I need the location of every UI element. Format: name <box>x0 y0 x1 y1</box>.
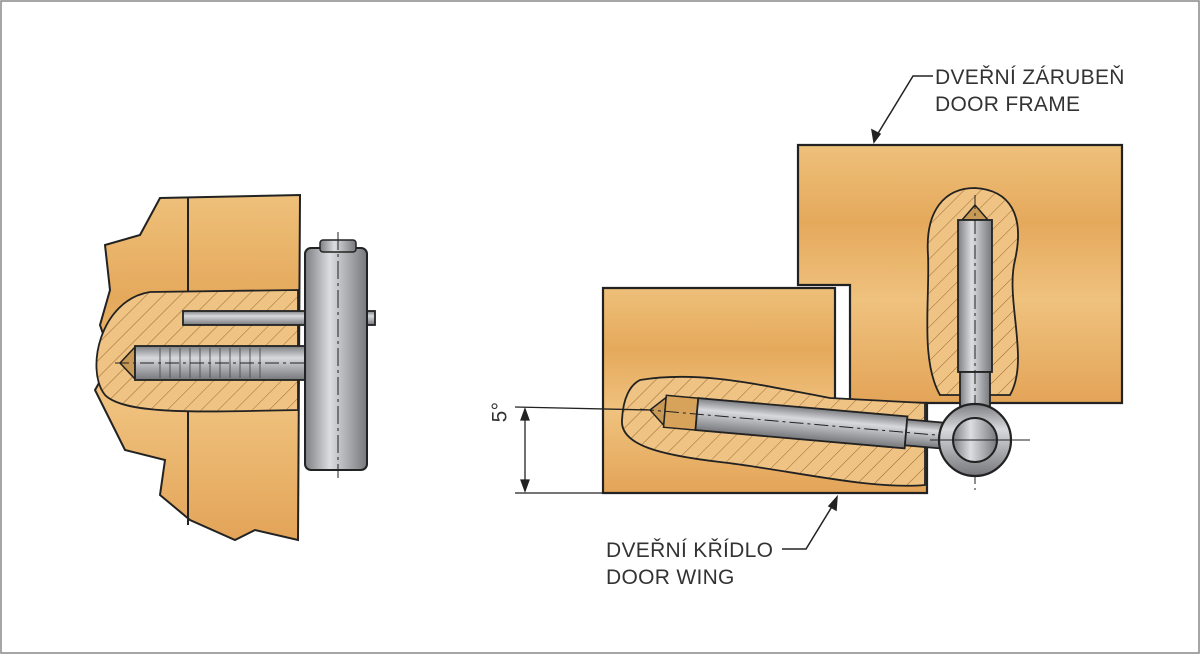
label-door-wing-cz: DVEŘNÍ KŘÍDLO <box>606 539 774 562</box>
hinge-pin <box>304 232 368 478</box>
label-door-frame-cz: DVEŘNÍ ZÁRUBEŇ <box>935 66 1125 89</box>
right-top-view <box>514 75 1124 550</box>
label-door-wing-en: DOOR WING <box>606 566 735 589</box>
screw-left <box>115 345 310 381</box>
left-section-view <box>93 193 376 542</box>
label-door-frame-en: DOOR FRAME <box>935 93 1081 116</box>
angle-dimension <box>514 406 651 494</box>
screw-wing <box>639 394 959 450</box>
hinge-knuckle <box>930 402 1030 478</box>
leader-lines <box>782 75 933 550</box>
label-angle: 5° <box>488 401 512 423</box>
